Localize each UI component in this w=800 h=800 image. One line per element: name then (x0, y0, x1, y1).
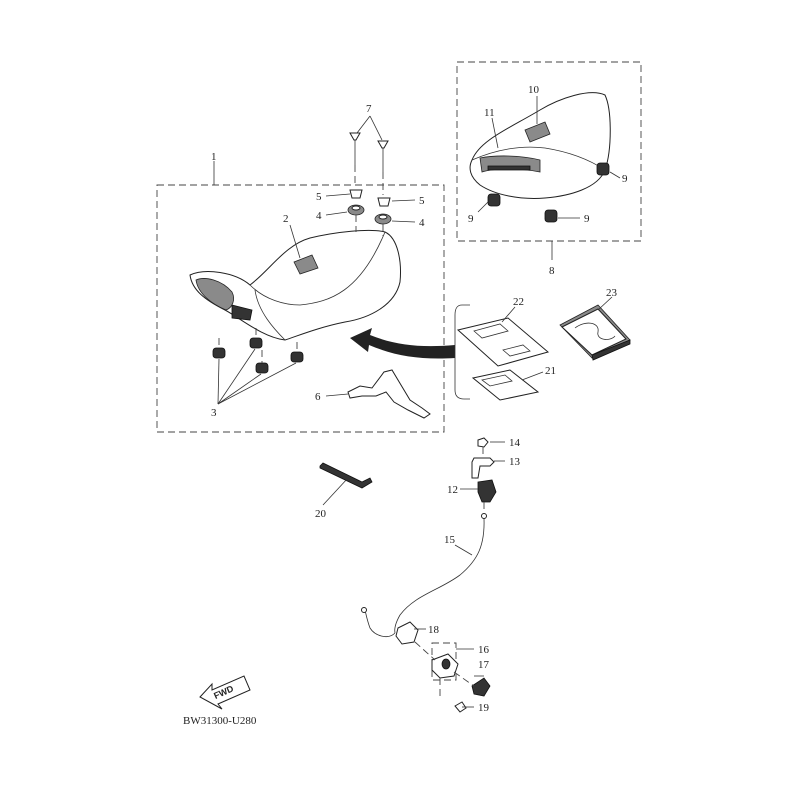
seat-lock-assembly: 14 13 12 15 18 16 17 (361, 437, 521, 714)
diagram-code: BW31300-U280 (183, 715, 257, 727)
callout-20: 20 (315, 508, 327, 520)
callout-15: 15 (444, 534, 456, 546)
main-seat-group: 1 2 7 (156, 103, 445, 433)
seat-dampers: 3 (211, 328, 304, 419)
callout-23: 23 (606, 287, 618, 299)
callout-8: 8 (549, 265, 555, 277)
grommets: 4 4 (316, 204, 425, 236)
rear-dampers: 9 9 9 (468, 162, 628, 225)
rear-seat-strap: 10 (524, 84, 551, 143)
callout-11: 11 (484, 107, 495, 119)
callout-4b: 4 (419, 217, 425, 229)
seat-bracket: 6 (315, 369, 431, 419)
callout-10: 10 (528, 84, 540, 96)
callout-4a: 4 (316, 210, 322, 222)
callout-17: 17 (478, 659, 490, 671)
callout-5a: 5 (316, 191, 322, 203)
seat-strap: 2 (283, 213, 319, 275)
callout-6: 6 (315, 391, 321, 403)
small-bag: 21 (471, 365, 556, 401)
rear-seat-group: 8 10 11 9 9 9 (456, 61, 642, 277)
main-seat (189, 229, 401, 341)
owners-manual: 23 (559, 287, 631, 361)
callout-7: 7 (366, 103, 372, 115)
main-seat-dashed-box (156, 184, 445, 433)
callout-16: 16 (478, 644, 490, 656)
callout-22: 22 (513, 296, 524, 308)
hex-key: 20 (315, 462, 373, 520)
callout-1: 1 (211, 151, 217, 163)
rear-seat-dashed-box (456, 61, 642, 242)
callout-21: 21 (545, 365, 556, 377)
collars: 5 5 (316, 189, 425, 207)
callout-9c: 9 (622, 173, 628, 185)
callout-2: 2 (283, 213, 289, 225)
callout-18: 18 (428, 624, 440, 636)
direction-arrow-icon (350, 328, 455, 359)
bolts: 7 (349, 103, 389, 195)
fwd-arrow-icon: FWD (199, 675, 251, 710)
callout-5b: 5 (419, 195, 425, 207)
document-bag: 22 (456, 296, 550, 367)
callout-9a: 9 (468, 213, 474, 225)
accessories-group: 22 21 23 (454, 287, 631, 401)
callout-3: 3 (211, 407, 217, 419)
callout-9b: 9 (584, 213, 590, 225)
callout-13: 13 (509, 456, 521, 468)
callout-14: 14 (509, 437, 521, 449)
rear-seat (469, 92, 611, 199)
callout-19: 19 (478, 702, 490, 714)
callout-12: 12 (447, 484, 458, 496)
